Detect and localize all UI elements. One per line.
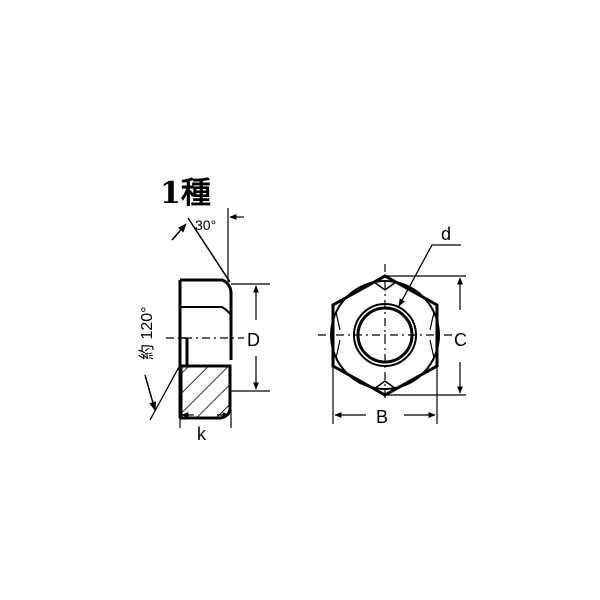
- dim-B-label: B: [376, 407, 388, 427]
- dim-C-label: C: [454, 330, 467, 350]
- angle-120-label: 約 120°: [138, 306, 156, 360]
- dim-d-label: d: [441, 224, 451, 244]
- dim-D-label: D: [247, 330, 260, 350]
- nut-type-title: 1種: [160, 176, 211, 211]
- front-view: d C B: [318, 224, 467, 427]
- side-view: 30° 約 120° D k: [138, 208, 270, 444]
- angle-30-label: 30°: [195, 217, 216, 233]
- dim-k-label: k: [197, 424, 207, 444]
